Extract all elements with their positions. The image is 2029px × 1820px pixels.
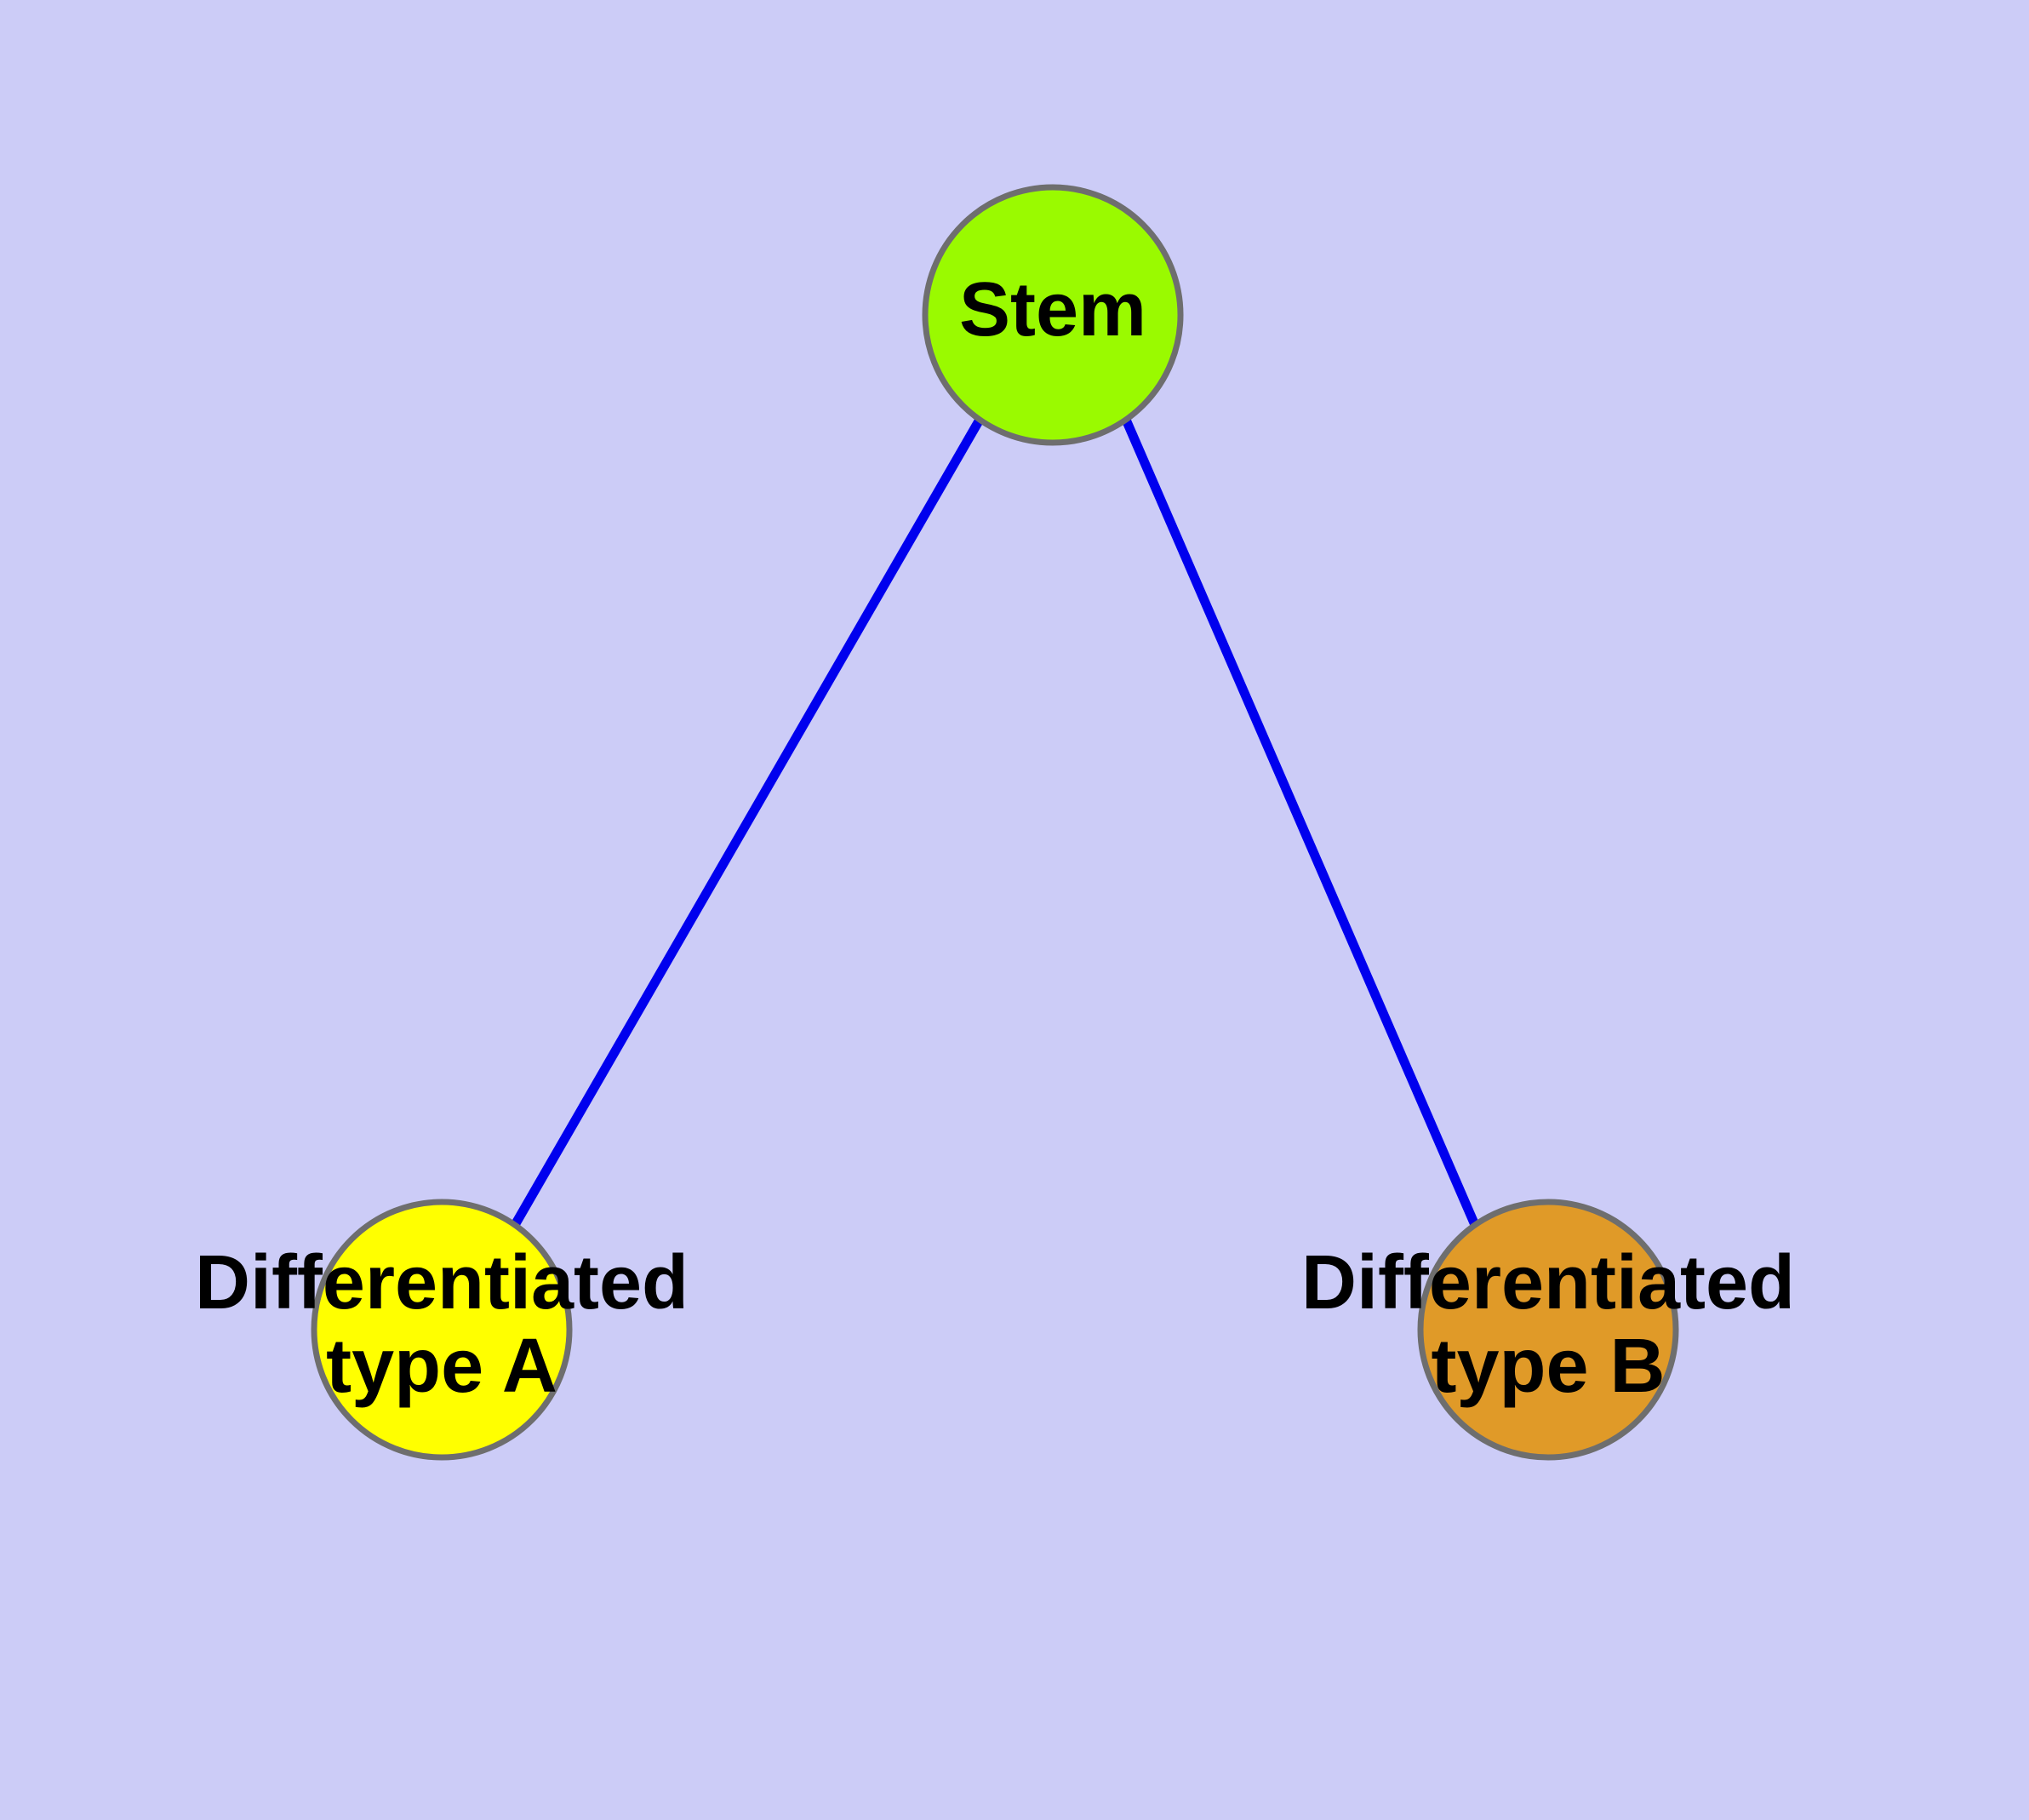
node-circle-stem[interactable] [922,184,1184,446]
edge-layer [511,417,1480,1228]
node-label-line: Differentiated [195,1240,689,1325]
edge-stem-to-a[interactable] [511,417,984,1228]
node-circle-diff_a[interactable] [311,1199,573,1461]
node-label-line: Differentiated [1301,1240,1795,1325]
edge-stem-to-b[interactable] [1121,417,1480,1228]
node-circle-diff_b[interactable] [1417,1199,1679,1461]
node-label-line: type A [326,1324,557,1409]
node-label-line: type B [1431,1324,1665,1409]
node-stem[interactable]: Stem [922,184,1184,446]
node-label-line: Stem [959,267,1146,352]
node-label-stem: Stem [959,267,1146,352]
